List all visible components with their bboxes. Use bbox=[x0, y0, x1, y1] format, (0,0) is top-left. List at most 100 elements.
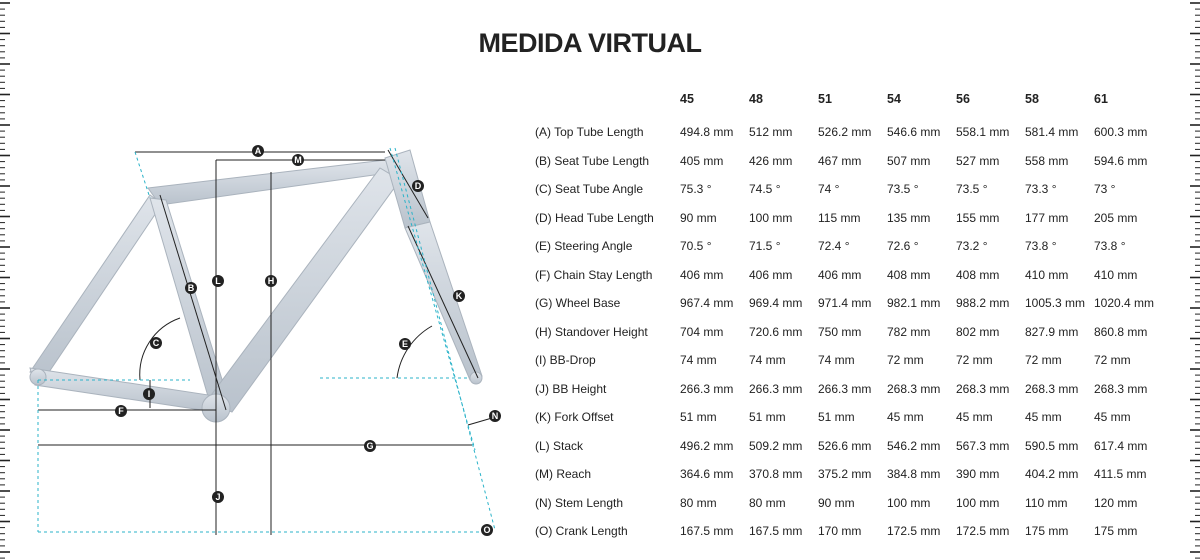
cell-value: 600.3 mm bbox=[1094, 125, 1148, 140]
label-o: O bbox=[481, 524, 493, 536]
cell-value: 404.2 mm bbox=[1025, 467, 1079, 482]
row-label: (G) Wheel Base bbox=[535, 296, 621, 311]
cell-value: 581.4 mm bbox=[1025, 125, 1079, 140]
cell-value: 526.6 mm bbox=[818, 438, 872, 453]
row-label: (A) Top Tube Length bbox=[535, 125, 644, 140]
ruler-right bbox=[1190, 2, 1200, 559]
row-label: (F) Chain Stay Length bbox=[535, 267, 653, 282]
cell-value: 73.8 ° bbox=[1025, 239, 1057, 254]
cell-value: 90 mm bbox=[680, 210, 717, 225]
cell-value: 567.3 mm bbox=[956, 438, 1010, 453]
svg-text:D: D bbox=[415, 181, 422, 191]
svg-text:C: C bbox=[153, 338, 160, 348]
cell-value: 73.5 ° bbox=[887, 182, 919, 197]
cell-value: 100 mm bbox=[887, 495, 931, 510]
cell-value: 70.5 ° bbox=[680, 239, 712, 254]
cell-value: 266.3 mm bbox=[749, 381, 803, 396]
size-header: 56 bbox=[956, 92, 970, 106]
cell-value: 546.6 mm bbox=[887, 125, 941, 140]
row-label: (I) BB-Drop bbox=[535, 353, 596, 368]
cell-value: 51 mm bbox=[680, 410, 717, 425]
bike-frame-diagram: A B C D E F G H I J K L M N O bbox=[29, 145, 501, 536]
geometry-table: 45 48 51 54 56 58 61 (A) Top Tube Length… bbox=[528, 80, 1163, 546]
cell-value: 384.8 mm bbox=[887, 467, 941, 482]
cell-value: 72.6 ° bbox=[887, 239, 919, 254]
label-b: B bbox=[185, 282, 197, 294]
cell-value: 72 mm bbox=[887, 353, 924, 368]
cell-value: 411.5 mm bbox=[1094, 467, 1147, 482]
label-c: C bbox=[150, 337, 162, 349]
page-title: MEDIDA VIRTUAL bbox=[478, 28, 703, 58]
cell-value: 80 mm bbox=[749, 495, 786, 510]
cell-value: 90 mm bbox=[818, 495, 855, 510]
cell-value: 73.8 ° bbox=[1094, 239, 1126, 254]
svg-text:J: J bbox=[215, 492, 220, 502]
cell-value: 74 mm bbox=[749, 353, 786, 368]
cell-value: 268.3 mm bbox=[887, 381, 941, 396]
size-header: 61 bbox=[1094, 92, 1108, 106]
label-a: A bbox=[252, 145, 264, 157]
label-m: M bbox=[292, 154, 304, 166]
svg-text:A: A bbox=[255, 146, 262, 156]
svg-text:O: O bbox=[483, 525, 490, 535]
cell-value: 175 mm bbox=[1025, 524, 1069, 539]
svg-text:G: G bbox=[366, 441, 373, 451]
cell-value: 408 mm bbox=[956, 267, 1000, 282]
cell-value: 1020.4 mm bbox=[1094, 296, 1155, 311]
cell-value: 860.8 mm bbox=[1094, 324, 1148, 339]
row-label: (K) Fork Offset bbox=[535, 410, 614, 425]
cell-value: 390 mm bbox=[956, 467, 1000, 482]
cell-value: 266.3 mm bbox=[680, 381, 734, 396]
cell-value: 558 mm bbox=[1025, 153, 1069, 168]
cell-value: 170 mm bbox=[818, 524, 862, 539]
cell-value: 827.9 mm bbox=[1025, 324, 1079, 339]
cell-value: 172.5 mm bbox=[887, 524, 941, 539]
cell-value: 74 mm bbox=[818, 353, 855, 368]
size-header: 58 bbox=[1025, 92, 1039, 106]
svg-text:E: E bbox=[402, 339, 408, 349]
cell-value: 720.6 mm bbox=[749, 324, 803, 339]
cell-value: 73.3 ° bbox=[1025, 182, 1057, 197]
cell-value: 177 mm bbox=[1025, 210, 1069, 225]
cell-value: 45 mm bbox=[887, 410, 924, 425]
cell-value: 527 mm bbox=[956, 153, 1000, 168]
cell-value: 782 mm bbox=[887, 324, 931, 339]
cell-value: 558.1 mm bbox=[956, 125, 1010, 140]
cell-value: 507 mm bbox=[887, 153, 931, 168]
svg-text:L: L bbox=[215, 276, 221, 286]
row-label: (H) Standover Height bbox=[535, 324, 648, 339]
cell-value: 74.5 ° bbox=[749, 182, 781, 197]
dimension-labels: A B C D E F G H I J K L M N O bbox=[115, 145, 501, 536]
cell-value: 51 mm bbox=[749, 410, 786, 425]
label-h: H bbox=[265, 275, 277, 287]
row-label: (C) Seat Tube Angle bbox=[535, 182, 644, 197]
label-e: E bbox=[399, 338, 411, 350]
cell-value: 1005.3 mm bbox=[1025, 296, 1086, 311]
size-header: 45 bbox=[680, 92, 694, 106]
cell-value: 969.4 mm bbox=[749, 296, 803, 311]
cell-value: 590.5 mm bbox=[1025, 438, 1079, 453]
label-g: G bbox=[364, 440, 376, 452]
cell-value: 175 mm bbox=[1094, 524, 1138, 539]
cell-value: 72 mm bbox=[1025, 353, 1062, 368]
cell-value: 73 ° bbox=[1094, 182, 1116, 197]
cell-value: 410 mm bbox=[1094, 267, 1138, 282]
row-label: (O) Crank Length bbox=[535, 524, 628, 539]
cell-value: 406 mm bbox=[749, 267, 793, 282]
cell-value: 406 mm bbox=[818, 267, 862, 282]
cell-value: 408 mm bbox=[887, 267, 931, 282]
cell-value: 73.5 ° bbox=[956, 182, 988, 197]
cell-value: 704 mm bbox=[680, 324, 724, 339]
svg-text:M: M bbox=[294, 155, 302, 165]
cell-value: 268.3 mm bbox=[956, 381, 1010, 396]
cell-value: 45 mm bbox=[1094, 410, 1131, 425]
size-header-row: 45 48 51 54 56 58 61 bbox=[528, 80, 1163, 118]
label-i: I bbox=[143, 388, 155, 400]
cell-value: 268.3 mm bbox=[1094, 381, 1148, 396]
